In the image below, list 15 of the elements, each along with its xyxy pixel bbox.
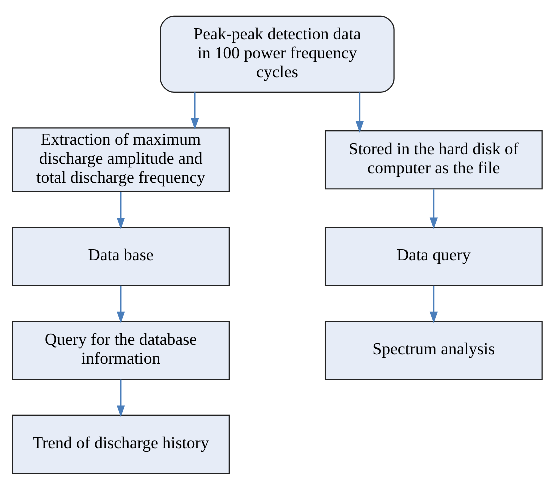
arrow — [430, 190, 438, 230]
node-box: Stored in the hard disk of computer as the file — [325, 130, 543, 190]
node-box: Spectrum analysis — [325, 321, 543, 380]
arrow — [356, 92, 364, 133]
arrow — [116, 192, 126, 230]
node-box: Data base — [12, 227, 230, 286]
arrow — [191, 92, 200, 130]
arrow — [430, 286, 438, 324]
node-box: Peak-peak detection data in 100 power frequency cycles — [160, 16, 395, 94]
node-box: Trend of discharge history — [12, 414, 230, 474]
arrow — [116, 286, 126, 324]
node-box: Extraction of maximum discharge amplitude and total discharge frequency — [12, 128, 230, 192]
node-box: Query for the database information — [12, 321, 230, 380]
arrow — [116, 380, 126, 418]
node-box: Data query — [325, 227, 543, 286]
